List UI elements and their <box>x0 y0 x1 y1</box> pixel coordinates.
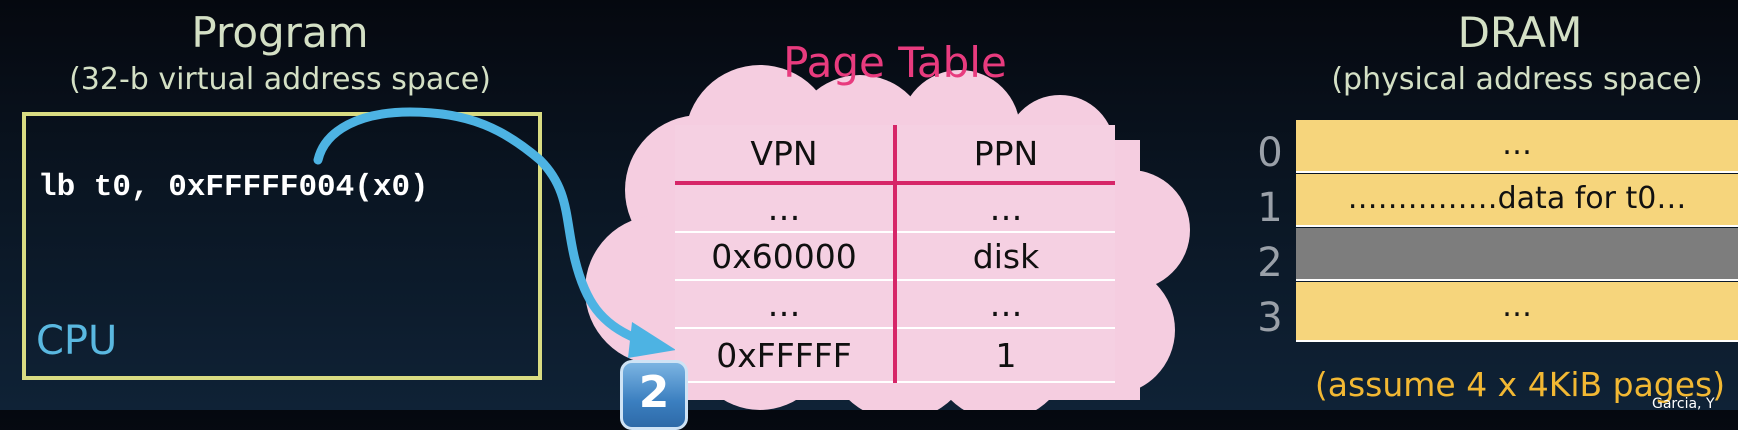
cpu-label: CPU <box>36 318 118 364</box>
dram-row-index: 1 <box>1257 185 1283 231</box>
ppn-cell: … <box>895 280 1115 329</box>
table-row: 0x60000 disk <box>675 232 1115 281</box>
dram-row: ……………data for t0… <box>1296 174 1738 227</box>
vpn-cell: 0xFFFFF <box>675 328 897 383</box>
dram-title: DRAM <box>1457 8 1583 57</box>
dram-row: … <box>1296 120 1738 173</box>
table-row: 0xFFFFF 1 <box>675 328 1115 383</box>
ppn-cell: … <box>895 183 1115 233</box>
program-subtitle: (32-b virtual address space) <box>69 62 491 97</box>
dram-note: (assume 4 x 4KiB pages) <box>1314 365 1726 404</box>
vpn-cell: 0x60000 <box>675 232 897 281</box>
corner-credit-text: Garcia, Y <box>1652 396 1715 412</box>
page-table: VPN PPN … … 0x60000 disk … … 0xFFFFF 1 <box>675 125 1115 383</box>
program-title: Program <box>191 8 369 57</box>
dram-row-index: 3 <box>1257 295 1283 341</box>
dram-row-index: 2 <box>1257 240 1283 286</box>
program-box <box>22 112 542 380</box>
dram-row <box>1296 228 1738 281</box>
arrow-line <box>313 107 645 345</box>
page-table-title: Page Table <box>783 38 1007 87</box>
vpn-cell: … <box>675 280 897 329</box>
dram-subtitle: (physical address space) <box>1331 62 1703 97</box>
table-row: … … <box>675 280 1115 329</box>
step-badge: 2 <box>620 360 688 430</box>
table-row: … … <box>675 183 1115 233</box>
instruction-text: lb t0, 0xFFFFF004(x0) <box>38 170 429 205</box>
dram-row: … <box>1296 282 1738 342</box>
table-header-row: VPN PPN <box>675 125 1115 185</box>
vpn-header: VPN <box>675 125 897 185</box>
vpn-cell: … <box>675 183 897 233</box>
ppn-cell: 1 <box>895 328 1115 383</box>
dram-row-index: 0 <box>1257 130 1283 176</box>
arrow-head <box>628 322 676 358</box>
ppn-header: PPN <box>895 125 1115 185</box>
ppn-cell: disk <box>895 232 1115 281</box>
